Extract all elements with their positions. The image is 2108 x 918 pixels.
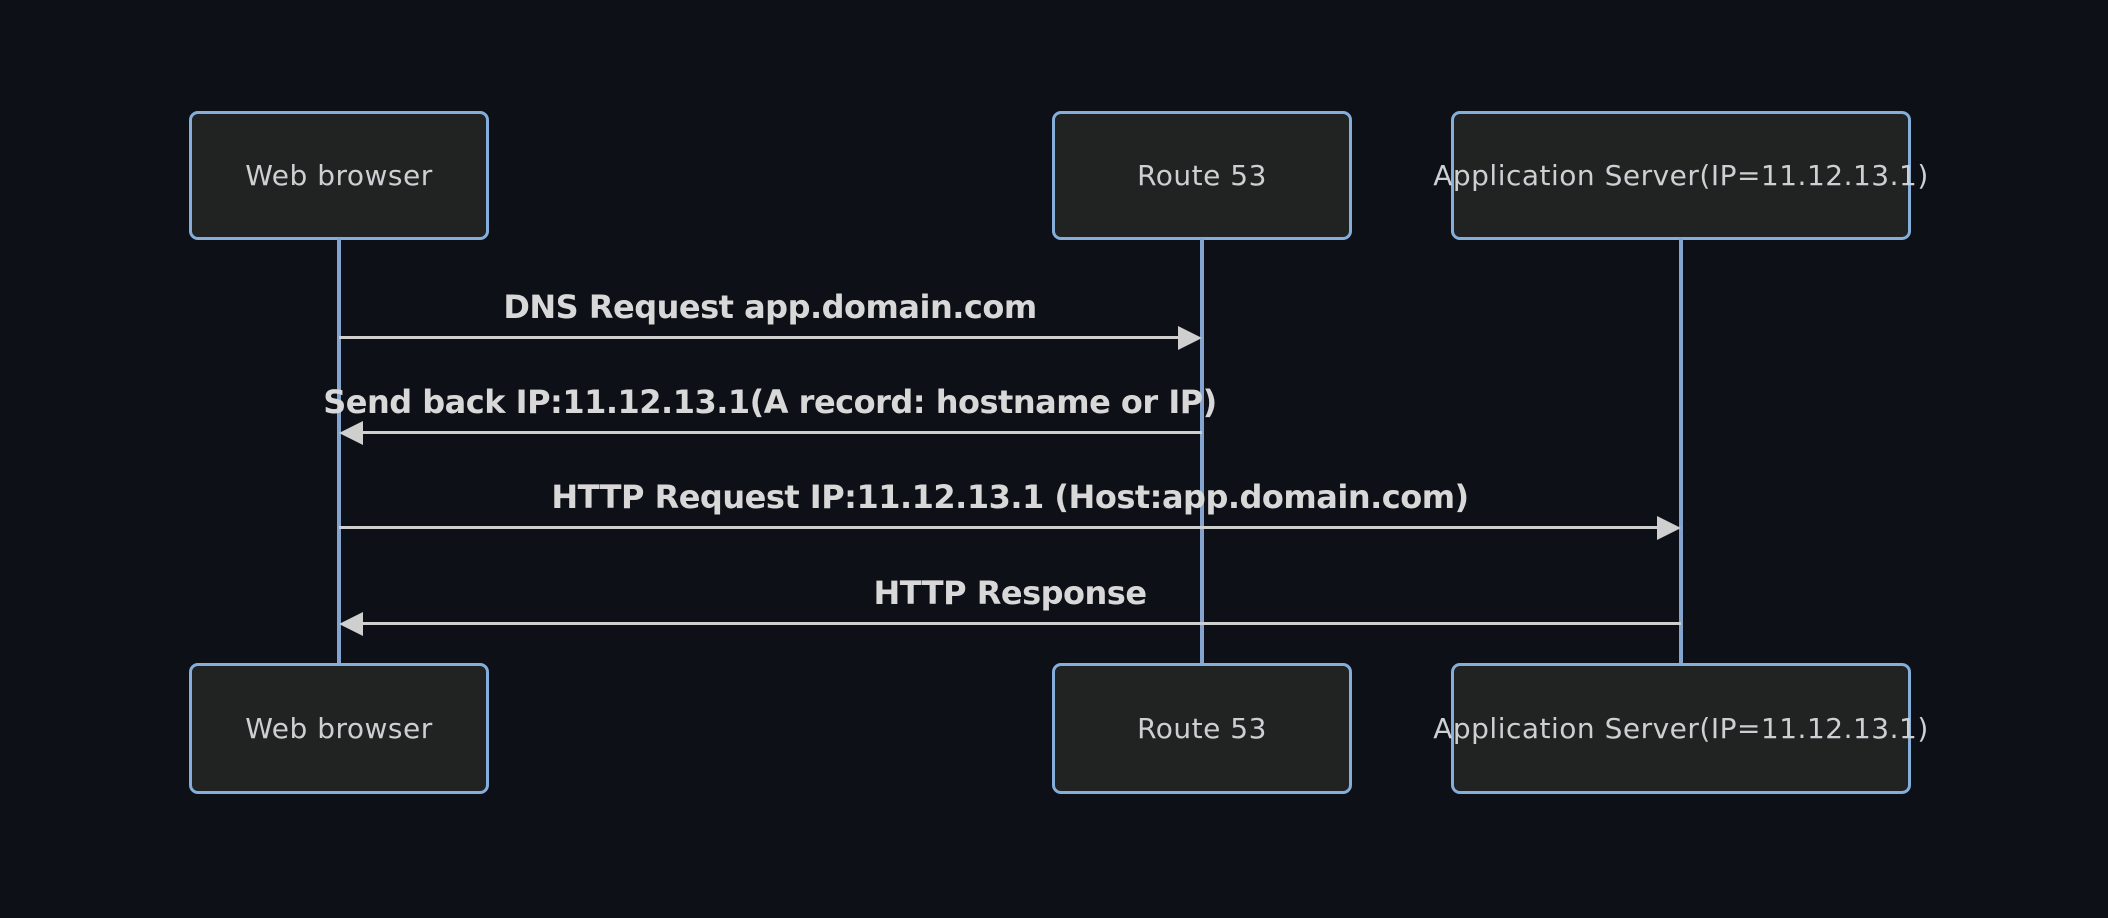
actor-box-web-browser-top: Web browser [189, 111, 489, 240]
actor-label-route-53: Route 53 [1137, 712, 1267, 745]
message-label-dns-request: DNS Request app.domain.com [503, 288, 1037, 326]
actor-box-application-server-bottom: Application Server(IP=11.12.13.1) [1433, 663, 1928, 794]
actor-box-route-53-bottom: Route 53 [1052, 663, 1352, 794]
message-line-http-request [339, 526, 1657, 529]
message-label-http-request: HTTP Request IP:11.12.13.1 (Host:app.dom… [551, 478, 1469, 516]
arrowhead-right-icon [1657, 516, 1681, 540]
actor-box-web-browser-bottom: Web browser [189, 663, 489, 794]
actor-label-application-server: Application Server(IP=11.12.13.1) [1433, 159, 1929, 192]
arrowhead-left-icon [339, 421, 363, 445]
actor-label-application-server: Application Server(IP=11.12.13.1) [1433, 712, 1929, 745]
message-label-http-response: HTTP Response [873, 574, 1147, 612]
arrowhead-right-icon [1178, 326, 1202, 350]
actor-label-web-browser: Web browser [245, 159, 433, 192]
actor-box-application-server-top: Application Server(IP=11.12.13.1) [1433, 111, 1928, 240]
lifeline-route-53 [1200, 238, 1204, 665]
lifeline-application-server [1679, 238, 1683, 665]
actor-box-route-53-top: Route 53 [1052, 111, 1352, 240]
actor-label-web-browser: Web browser [245, 712, 433, 745]
message-line-send-back-ip [363, 431, 1202, 434]
message-label-send-back-ip: Send back IP:11.12.13.1(A record: hostna… [323, 383, 1217, 421]
message-line-http-response [363, 622, 1681, 625]
lifeline-web-browser [337, 238, 341, 665]
actor-label-route-53: Route 53 [1137, 159, 1267, 192]
arrowhead-left-icon [339, 612, 363, 636]
message-line-dns-request [339, 336, 1178, 339]
